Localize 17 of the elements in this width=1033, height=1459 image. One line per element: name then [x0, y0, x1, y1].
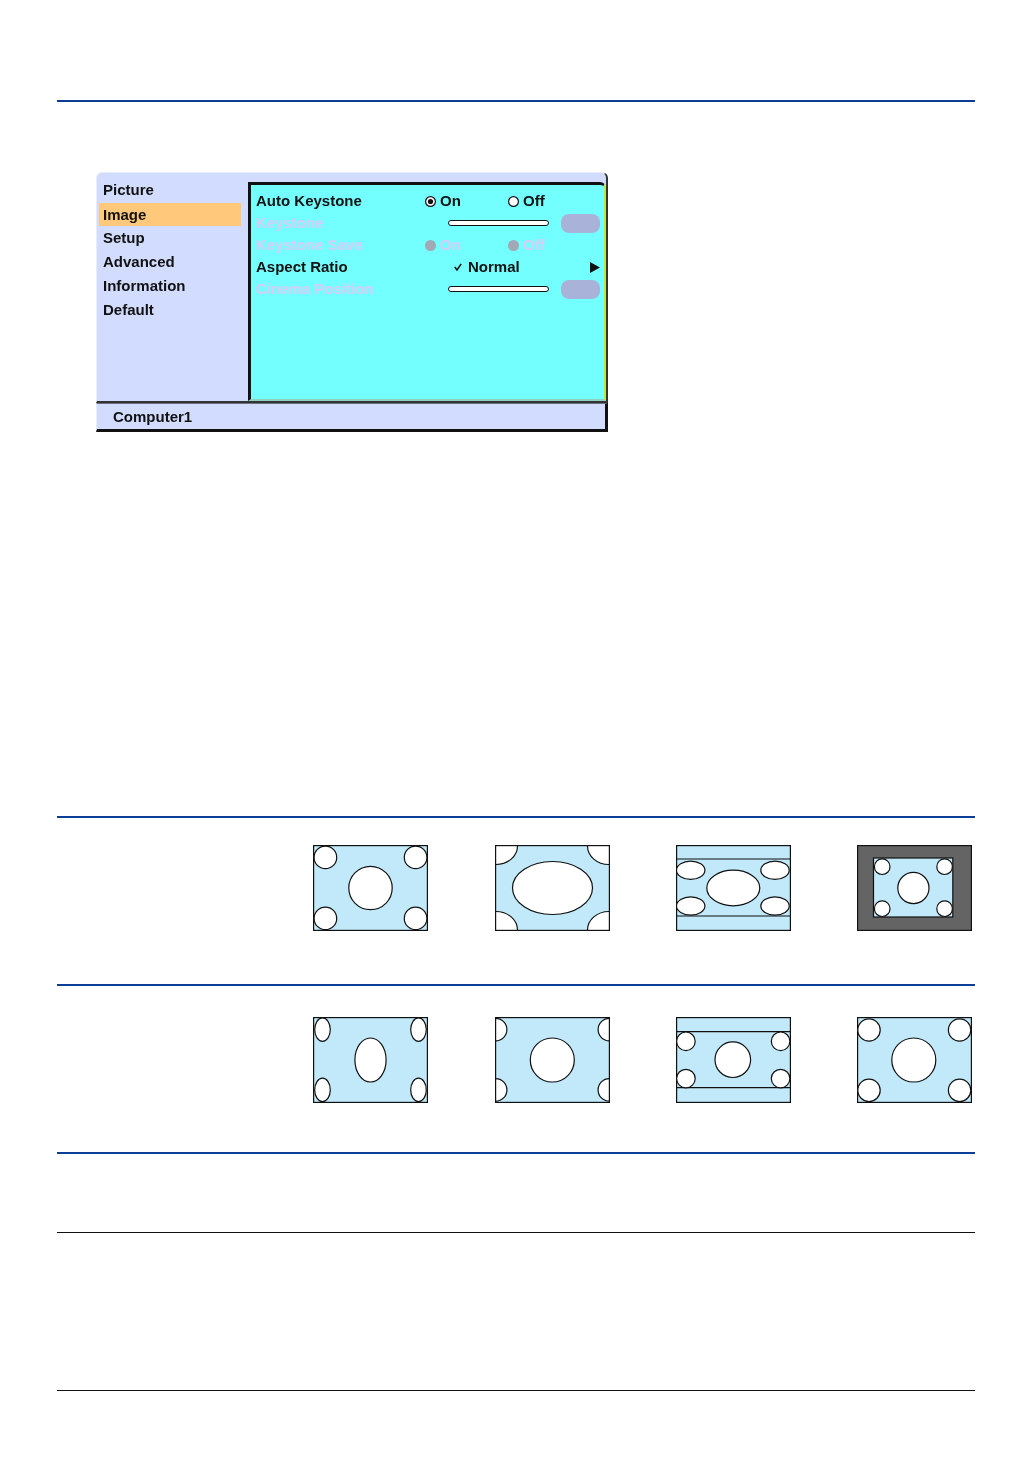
option-value: Normal — [468, 258, 520, 276]
disabled-menu-item: Cinema Position — [256, 280, 374, 298]
menu-item: Advanced — [103, 253, 175, 271]
menu-item: Information — [103, 277, 186, 295]
option-label: On — [440, 236, 461, 254]
menu-item: Setup — [103, 229, 145, 247]
option-label: Off — [523, 236, 545, 254]
option-label: On — [440, 192, 461, 210]
menu-item: Auto Keystone — [256, 192, 362, 210]
menu-item: Picture — [103, 181, 154, 199]
status-text: Computer1 — [113, 408, 193, 426]
disabled-menu-item: Keystone — [256, 214, 324, 232]
disabled-menu-item: Keystone Save — [256, 236, 363, 254]
option-label: Off — [523, 192, 545, 210]
menu-item: Default — [103, 301, 154, 319]
selected-menu-item: Image — [99, 203, 241, 226]
menu-item: Aspect Ratio — [256, 258, 348, 276]
